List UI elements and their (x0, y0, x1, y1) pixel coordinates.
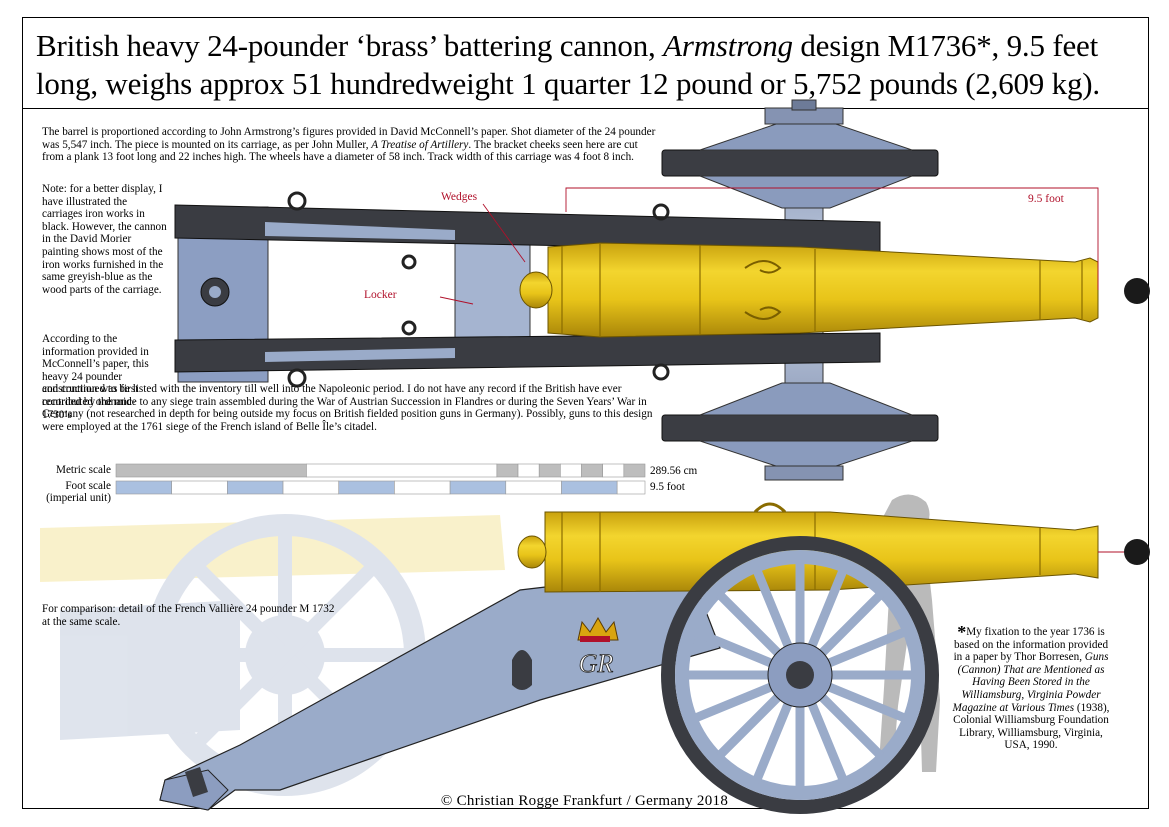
foot-scale-segment (561, 480, 618, 495)
foot-scale-segment (282, 480, 340, 495)
barrel-top (519, 242, 1099, 338)
comparison-text: For comparison: detail of the French Val… (42, 603, 335, 628)
foot-scale-label: Foot scale (65, 480, 111, 492)
foot-scale-segment (394, 480, 451, 495)
top-view (174, 99, 1150, 481)
foot-scale-bar (115, 480, 646, 495)
metric-scale-segment (538, 463, 561, 478)
metric-scale-segment (623, 463, 646, 478)
top-wheel-upper (661, 99, 939, 209)
metric-scale-segment (581, 463, 603, 478)
metric-scale-segment (115, 463, 307, 478)
foot-scale-segment (505, 480, 562, 495)
locker-label: Locker (364, 289, 397, 301)
metric-scale-segment (496, 463, 519, 478)
metric-scale-segment (602, 463, 625, 478)
foot-scale-segment (115, 480, 172, 495)
side-wheel (661, 536, 939, 814)
metric-scale-label: Metric scale (56, 464, 111, 476)
royal-cipher: GR (579, 649, 614, 678)
foot-scale-segment (227, 480, 284, 495)
foot-scale-segment (171, 480, 228, 495)
footnote-text: *My fixation to the year 1736 is based o… (952, 622, 1110, 752)
note-text: Note: for a better display, I have illus… (42, 183, 167, 296)
intro-text: The barrel is proportioned according to … (42, 126, 656, 164)
metric-scale-bar (115, 463, 646, 478)
metric-scale-segment (306, 463, 498, 478)
page-frame (22, 17, 1149, 809)
wedges-label: Wedges (441, 191, 478, 203)
copyright-credit: © Christian Rogge Frankfurt / Germany 20… (440, 793, 729, 809)
royal-crown-icon (577, 616, 619, 642)
info-text-left: According to the information provided in… (42, 333, 149, 421)
foot-scale-sublabel: (imperial unit) (46, 492, 111, 504)
page-title: British heavy 24-pounder ‘brass’ batteri… (22, 17, 1149, 109)
foot-scale-segment (449, 480, 507, 495)
side-view: GR (159, 494, 1150, 814)
metric-scale-segment (560, 463, 582, 478)
metric-scale-value: 289.56 cm (650, 465, 698, 477)
foot-scale-segment (338, 480, 395, 495)
foot-scale-segment (616, 480, 646, 495)
info-text-wide: and continued to be listed with the inve… (42, 383, 653, 433)
length-label: 9.5 foot (1028, 193, 1064, 205)
foot-scale-value: 9.5 foot (650, 481, 685, 493)
top-wheel-lower (661, 382, 939, 481)
metric-scale-segment (517, 463, 540, 478)
